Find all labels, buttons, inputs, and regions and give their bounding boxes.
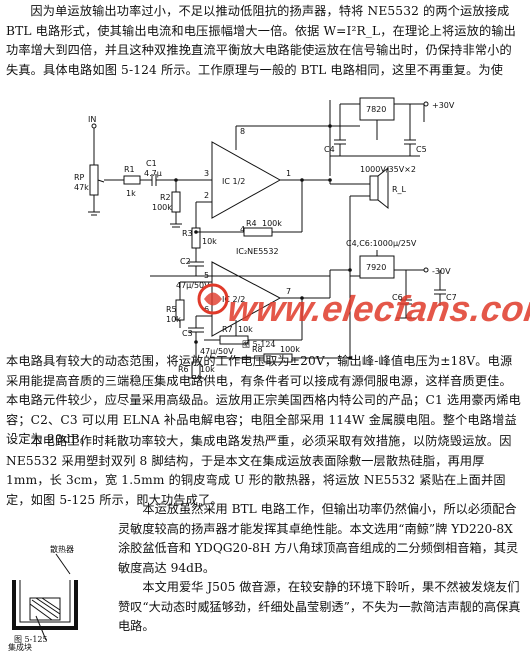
regulator-7820-label: 7820 (366, 105, 386, 114)
ic1-label: IC 1/2 (222, 177, 245, 186)
r6-value: 10k (200, 365, 215, 374)
heatsink-label: 散热器 (50, 544, 74, 554)
pin-7: 7 (286, 287, 291, 296)
elecfans-logo-icon (197, 283, 229, 315)
ic2-part-label: IC₂NE5532 (236, 247, 279, 256)
c1-value: 4.7μ (144, 169, 162, 178)
r6-label: R6 (178, 365, 189, 374)
paragraph-3: 本电路工作时耗散功率较大，集成电路发热严重，必须采取有效措施，以防烧毁运放。因 … (6, 434, 512, 507)
pin-4: 4 (240, 225, 245, 234)
paragraph-2: 本电路具有较大的动态范围，将运放的工作电压取为±20V，输出峰-峰值电压为±18… (6, 354, 521, 447)
r7-label: R7 (222, 325, 233, 334)
r3-value: 10k (202, 237, 217, 246)
pin-1: 1 (286, 169, 291, 178)
watermark: www.elecfans.com (225, 288, 530, 329)
ic-block-label: 集成块 (8, 642, 32, 652)
regulator-7920-label: 7920 (366, 263, 386, 272)
figure-caption-5-124: 图 5-124 (242, 340, 276, 349)
c2-value: 47μ/50V (176, 281, 210, 290)
r4-label: R4 (246, 219, 257, 228)
c4-label: C4 (324, 145, 335, 154)
minus-30v-label: -30V (432, 267, 451, 276)
circuit-diagram-5-124: IN RP 47k R1 1k C1 4.7μ R2 100k R3 10k C… (74, 97, 457, 379)
c7-label: C7 (446, 293, 457, 302)
r1-label: R1 (124, 165, 135, 174)
r2-value: 100k (152, 203, 172, 212)
ic2-label: IC 2/2 (222, 295, 245, 304)
cap-note: 1000V/35V×2 (360, 165, 416, 174)
r1-value: 1k (126, 189, 136, 198)
pin-6: 6 (204, 305, 209, 314)
c5-label: C5 (416, 145, 427, 154)
r8-value: 100k (280, 345, 300, 354)
paragraph-5: 本文用爱华 J505 做音源，在较安静的环境下聆听，果不然被发烧友们赞叹“大动态… (118, 580, 521, 634)
c1-label: C1 (146, 159, 157, 168)
rp-value: 47k (74, 183, 89, 192)
c3-value: 47μ/50V (200, 347, 234, 356)
in-label: IN (88, 115, 96, 124)
pin-3: 3 (204, 169, 209, 178)
rl-label: R_L (392, 185, 407, 194)
pin-5: 5 (204, 271, 209, 280)
r2-label: R2 (160, 193, 171, 202)
pin-2: 2 (204, 191, 209, 200)
r5-value: 10k (166, 315, 181, 324)
r4-value: 100k (262, 219, 282, 228)
c6-label: C6 (392, 293, 403, 302)
paragraph-4: 本运放虽然采用 BTL 电路工作，但输出功率仍然偏小，所以必须配合灵敏度较高的扬… (118, 502, 519, 575)
figure-5-125: 散热器 集成块 (8, 544, 78, 652)
c3-label: C3 (182, 329, 193, 338)
cap-note-2: C4,C6:1000μ/25V (346, 239, 417, 248)
figure-caption-5-125: 图 5-125 (14, 635, 48, 644)
pin-8: 8 (240, 127, 245, 136)
r8-label: R8 (252, 345, 263, 354)
rp-label: RP (74, 173, 85, 182)
r5-label: R5 (166, 305, 177, 314)
c2-label: C2 (180, 257, 191, 266)
plus-30v-label: +30V (432, 101, 455, 110)
r7-value: 10k (238, 325, 253, 334)
r3-label: R3 (182, 229, 193, 238)
intro-paragraph: 因为单运放输出功率过小，不足以推动低阻抗的扬声器，特将 NE5532 的两个运放… (6, 4, 517, 77)
